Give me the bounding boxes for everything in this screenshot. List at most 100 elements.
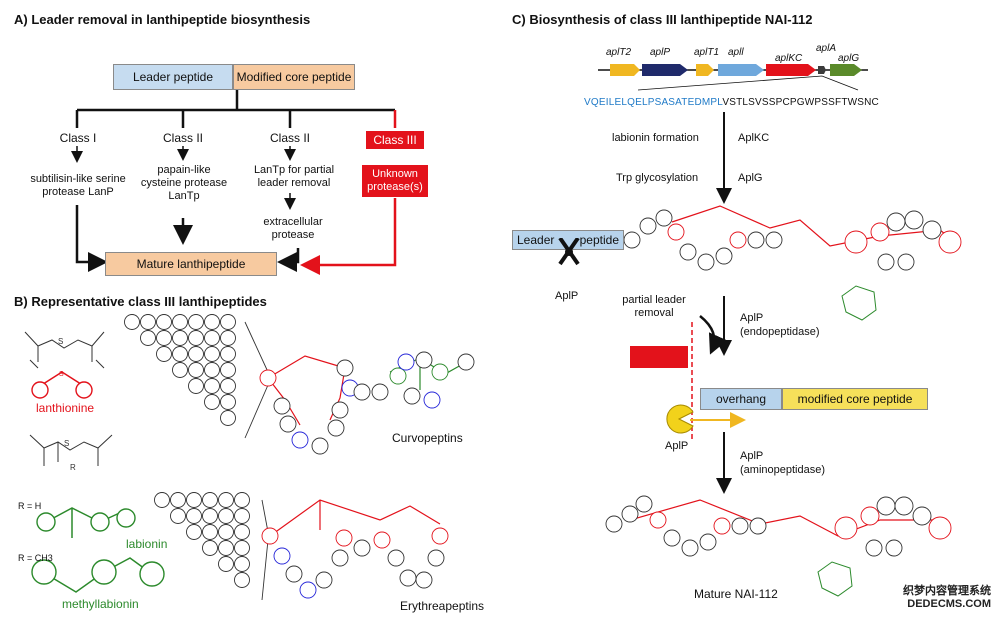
nai112-upper-structure	[623, 205, 962, 271]
leader-word: Leader	[517, 233, 555, 247]
gene-apl-g: aplG	[838, 53, 860, 64]
watermark: 织梦内容管理系统 DEDECMS.COM	[903, 585, 991, 611]
residue-circle	[156, 346, 172, 362]
modified-core-peptide-box: modified core peptide	[782, 388, 928, 410]
residue-circle	[170, 492, 186, 508]
sequence-core: VSTLSVSSPCPGWPSSFTWSNC	[722, 97, 879, 108]
svg-text:S: S	[59, 371, 64, 378]
residue-circle	[204, 346, 220, 362]
residue-circle	[188, 314, 204, 330]
sugar-upper	[841, 285, 877, 321]
residue-circle	[202, 492, 218, 508]
scissors-icon	[556, 236, 582, 278]
residue-circle	[234, 572, 250, 588]
residue-circle	[186, 524, 202, 540]
sequence: VQEILELQELPSASATEDMPLVSTLSVSSPCPGWPSSFTW…	[584, 96, 879, 109]
modified-core-label: Modified core peptide	[236, 70, 352, 84]
labionin-label: labionin	[126, 537, 168, 551]
residue-circle	[156, 314, 172, 330]
sugar-lower	[817, 561, 853, 597]
aminopeptidase-label: (aminopeptidase)	[740, 464, 825, 476]
residue-circle	[188, 362, 204, 378]
panel-b-title: B) Representative class III lanthipeptid…	[14, 294, 267, 309]
endopeptidase-label: (endopeptidase)	[740, 326, 820, 338]
leader-peptide-label: Leader peptide	[132, 70, 214, 84]
residue-circle	[172, 346, 188, 362]
lanthionine-cartoon: S	[31, 371, 93, 399]
lanthionine-structure: S	[24, 331, 105, 369]
class-ii-desc-2: LanTp for partial leader removal	[253, 164, 335, 189]
watermark-line2: DEDECMS.COM	[907, 598, 991, 610]
mature-lanthipeptide-label: Mature lanthipeptide	[136, 257, 246, 271]
panel-b-structures: S S S R	[24, 314, 475, 601]
residue-circle	[220, 378, 236, 394]
leader-peptide-box: Leader peptide	[113, 64, 233, 90]
gene-apl-l: apll	[728, 47, 744, 58]
residue-circle	[218, 540, 234, 556]
residue-circle	[172, 330, 188, 346]
amino-aplp: AplP	[740, 450, 764, 462]
residue-circle	[154, 492, 170, 508]
residue-circle	[204, 362, 220, 378]
residue-circle	[234, 540, 250, 556]
class-ii-label-2: Class II	[269, 131, 310, 145]
gene-apl-a: aplA	[816, 43, 837, 54]
residue-circle	[172, 362, 188, 378]
endo-aplp: AplP	[740, 312, 764, 324]
residue-circle	[204, 394, 220, 410]
watermark-line1: 织梦内容管理系统	[903, 585, 991, 597]
residue-circle	[140, 314, 156, 330]
residue-circle	[234, 508, 250, 524]
residue-circle	[186, 508, 202, 524]
unknown-protease-label: Unknown protease(s)	[367, 168, 423, 193]
modified-core-box: Modified core peptide	[233, 64, 355, 90]
residue-circle	[220, 394, 236, 410]
residue-circle	[220, 410, 236, 426]
residue-circle	[170, 508, 186, 524]
labionin-cartoon	[36, 507, 136, 538]
cleaved-leader-fragment	[630, 346, 688, 368]
class-iii-box: Class III	[366, 131, 424, 149]
residue-circle	[188, 378, 204, 394]
sequence-leader: VQEILELQELPSASATEDMPL	[584, 97, 723, 108]
partial-leader-removal: partial leader removal	[622, 294, 686, 319]
class-ii-desc-3: extracellular protease	[263, 216, 323, 241]
svg-text:S: S	[58, 337, 63, 346]
peptide-word: peptide	[579, 233, 619, 247]
residue-circle	[202, 540, 218, 556]
lanthionine-label: lanthionine	[36, 401, 95, 415]
unknown-protease-box: Unknown protease(s)	[362, 165, 428, 197]
residue-circle	[234, 524, 250, 540]
residue-circle	[204, 378, 220, 394]
class-ii-desc-1: papain-like cysteine protease LanTp	[140, 164, 228, 202]
residue-circle	[140, 330, 156, 346]
residue-circle	[202, 524, 218, 540]
residue-circle	[172, 314, 188, 330]
residue-circle	[186, 492, 202, 508]
overhang-box: overhang	[700, 388, 782, 410]
residue-circle	[234, 492, 250, 508]
residue-circle	[220, 314, 236, 330]
residue-circle	[124, 314, 140, 330]
class-i-desc: subtilisin-like serine protease LanP	[30, 173, 126, 198]
class-ii-label-1: Class II	[162, 131, 203, 145]
pacman-icon	[664, 404, 694, 434]
residue-circle	[218, 524, 234, 540]
aplp-scissors-label: AplP	[555, 290, 579, 302]
class-i-label: Class I	[59, 131, 97, 145]
erythreapeptins-structure	[154, 492, 449, 601]
nai112-lower-structure	[605, 495, 952, 557]
mature-nai112-label: Mature NAI-112	[694, 587, 778, 601]
erythreapeptins-label: Erythreapeptins	[400, 599, 485, 613]
overhang-label: overhang	[715, 392, 767, 406]
residue-circle	[220, 346, 236, 362]
methyllabionin-cartoon	[31, 557, 165, 593]
gene-apl-t1: aplT1	[694, 47, 720, 58]
gene-apl-p: aplP	[650, 47, 671, 58]
residue-circle	[202, 508, 218, 524]
panel-a-arrows	[71, 90, 397, 275]
gene-cluster	[598, 64, 868, 91]
residue-circle	[204, 314, 220, 330]
residue-circle	[220, 362, 236, 378]
